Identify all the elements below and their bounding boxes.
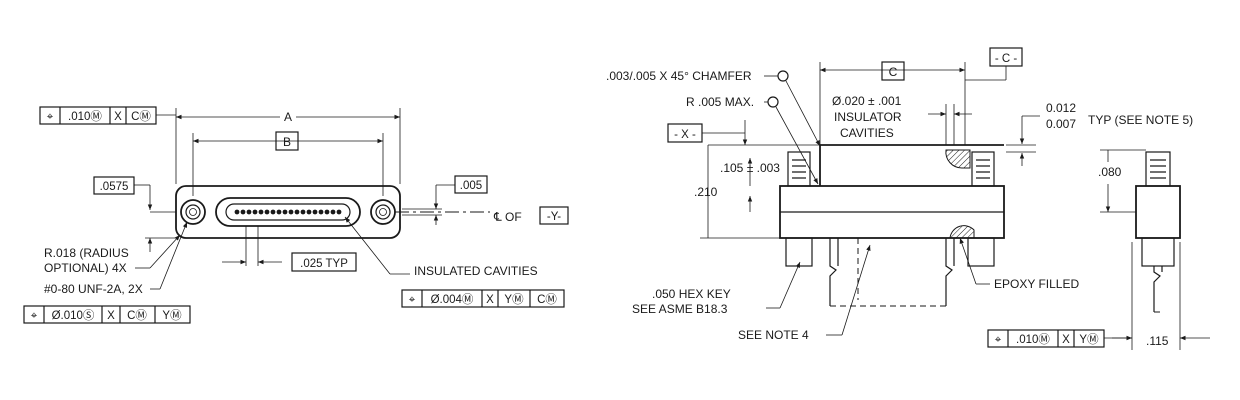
radius-note-line1: R.018 (RADIUS [44, 246, 129, 260]
side-view: .003/.005 X 45° CHAMFER R .005 MAX. - X … [606, 47, 1079, 342]
position-symbol: ⌖ [47, 111, 54, 123]
centerline-label: ℄ OF [493, 210, 522, 224]
svg-text:⌖: ⌖ [995, 334, 1002, 346]
thread-note: #0-80 UNF-2A, 2X [44, 282, 143, 296]
insulator-line3: CAVITIES [840, 126, 894, 140]
hex-key-line1: .050 HEX KEY [652, 287, 731, 301]
svg-text:X: X [107, 310, 115, 322]
dim-b: B [283, 135, 291, 149]
svg-text:YⓂ: YⓂ [1079, 333, 1099, 346]
svg-text:CⓂ: CⓂ [537, 293, 557, 306]
dim-c: C [889, 65, 898, 79]
svg-text:Ø.004Ⓜ: Ø.004Ⓜ [431, 293, 474, 306]
datum-y: -Y- [547, 211, 561, 223]
svg-text:YⓂ: YⓂ [162, 309, 182, 322]
dim-025-typ: .025 TYP [300, 258, 348, 270]
datum-c: - C - [995, 53, 1018, 65]
dim-0575: .0575 [100, 181, 129, 193]
dim-080: .080 [1098, 165, 1122, 179]
svg-text:⌖: ⌖ [409, 294, 416, 306]
svg-text:X: X [486, 294, 494, 306]
insulator-line1: Ø.020 ± .001 [832, 94, 902, 108]
fcf-top-front: ⌖ .010Ⓜ X CⓂ [39, 106, 157, 125]
fcf-bottom-right: ⌖ Ø.004Ⓜ X YⓂ CⓂ [401, 289, 565, 308]
tolerance-value: .010Ⓜ [68, 110, 102, 123]
svg-text:CⓂ: CⓂ [127, 309, 147, 322]
insulated-cavities-label: INSULATED CAVITIES [414, 264, 538, 278]
cavity-dots [234, 209, 342, 215]
chamfer-note: .003/.005 X 45° CHAMFER [606, 69, 752, 83]
front-view: ⌖ .010Ⓜ X CⓂ A B [23, 106, 569, 324]
epoxy-filled: EPOXY FILLED [994, 277, 1079, 291]
dim-012: 0.012 [1046, 101, 1076, 115]
dim-105: .105 ± .003 [720, 161, 780, 175]
radius-max-note: R .005 MAX. [686, 95, 754, 109]
fcf-end-view: ⌖ .010Ⓜ X YⓂ [987, 329, 1105, 348]
hex-key-line2: SEE ASME B18.3 [632, 302, 728, 316]
svg-text:.010Ⓜ: .010Ⓜ [1016, 333, 1050, 346]
dim-005: .005 [460, 180, 482, 192]
svg-text:YⓂ: YⓂ [504, 293, 524, 306]
svg-text:X: X [1062, 334, 1070, 346]
dim-007: 0.007 [1046, 117, 1076, 131]
dim-210: .210 [694, 185, 718, 199]
radius-note-line2: OPTIONAL) 4X [44, 261, 127, 275]
datum-ref: X [114, 111, 122, 123]
datum-x: - X - [674, 129, 696, 141]
end-view: 0.012 0.007 TYP (SEE NOTE 5) .080 ⌖ .010… [987, 101, 1210, 350]
datum-ref: CⓂ [131, 110, 151, 123]
fcf-bottom-left: ⌖ Ø.010Ⓢ X CⓂ YⓂ [23, 305, 191, 324]
typ-note: TYP (SEE NOTE 5) [1088, 113, 1193, 127]
dim-115: .115 [1146, 334, 1169, 348]
see-note-4: SEE NOTE 4 [738, 328, 809, 342]
svg-text:Ø.010Ⓢ: Ø.010Ⓢ [52, 309, 95, 322]
dim-a: A [284, 110, 292, 124]
insulator-line2: INSULATOR [834, 110, 902, 124]
svg-text:⌖: ⌖ [31, 310, 38, 322]
